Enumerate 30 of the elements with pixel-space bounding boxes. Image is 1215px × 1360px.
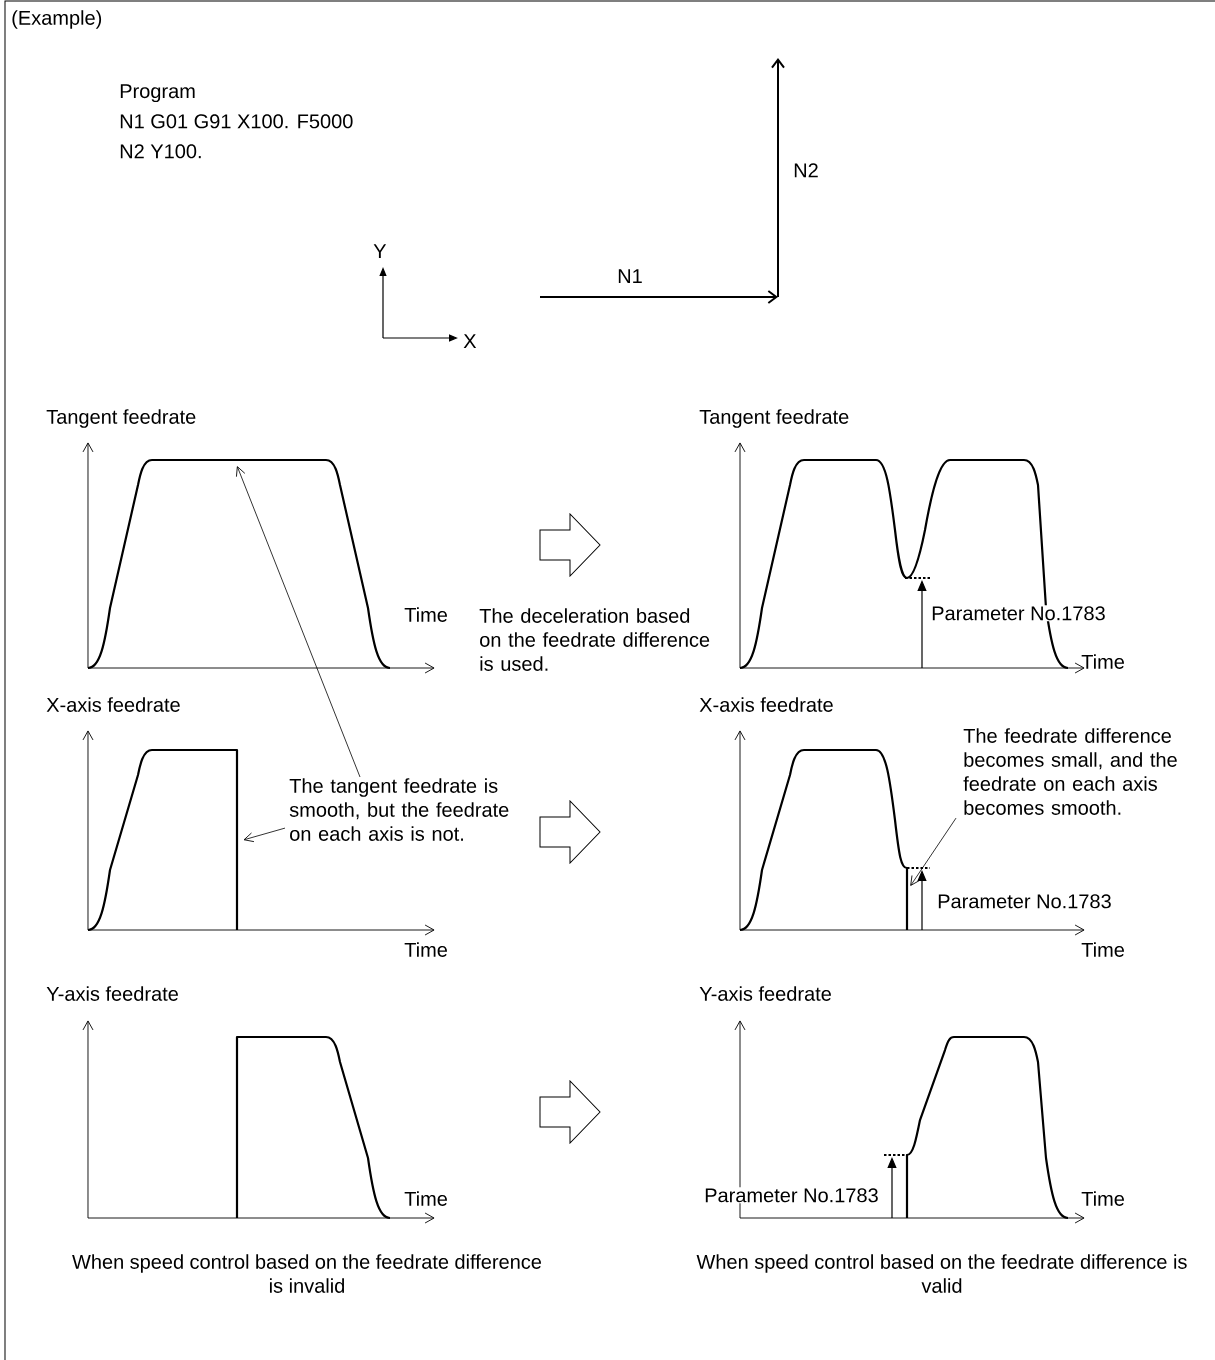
axis-label: Time: [404, 942, 447, 957]
note-text: The tangent feedrate is smooth, but the feedrate on each axis is not.: [289, 778, 509, 841]
feedrate-curve-drawing: [87, 748, 239, 932]
axis-label: Time: [404, 1191, 447, 1206]
path-label: N1: [618, 269, 642, 283]
note-text: The deceleration based on the feedrate difference is used.: [479, 608, 710, 671]
leader-line: [236, 466, 361, 778]
axis-label: Y: [373, 244, 387, 258]
caption: When speed control based on the feedrate difference is invalid: [72, 1254, 542, 1293]
caption: When speed control based on the feedrate difference is valid: [696, 1254, 1187, 1293]
leader-line: [243, 827, 286, 843]
parameter-label: Parameter No.1783: [936, 893, 1113, 910]
axis-label: Time: [1081, 1191, 1124, 1206]
path-label: N2: [794, 163, 818, 178]
axis-label: Time: [1081, 654, 1124, 669]
axis-label: X: [463, 334, 477, 348]
parameter-label: Parameter No.1783: [930, 605, 1107, 622]
program-line: N1 G01 G91 X100. F5000: [120, 114, 353, 129]
leader-line: [910, 817, 957, 886]
graph-title: Tangent feedrate: [699, 409, 849, 428]
feedrate-curve-drawing: [739, 748, 931, 932]
feedrate-curve-drawing: [87, 458, 391, 670]
parameter-label: Parameter No.1783: [703, 1187, 880, 1204]
graph-title: Y-axis feedrate: [699, 986, 831, 1001]
program-line: N2 Y100.: [120, 144, 201, 159]
graph-title: X-axis feedrate: [46, 697, 180, 712]
program-heading: Program: [120, 84, 195, 103]
note-text: The feedrate difference becomes small, and the feedrate on each axis becomes smooth.: [963, 728, 1177, 815]
axis-label: Time: [1081, 942, 1124, 957]
example-heading: (Example): [12, 10, 102, 29]
